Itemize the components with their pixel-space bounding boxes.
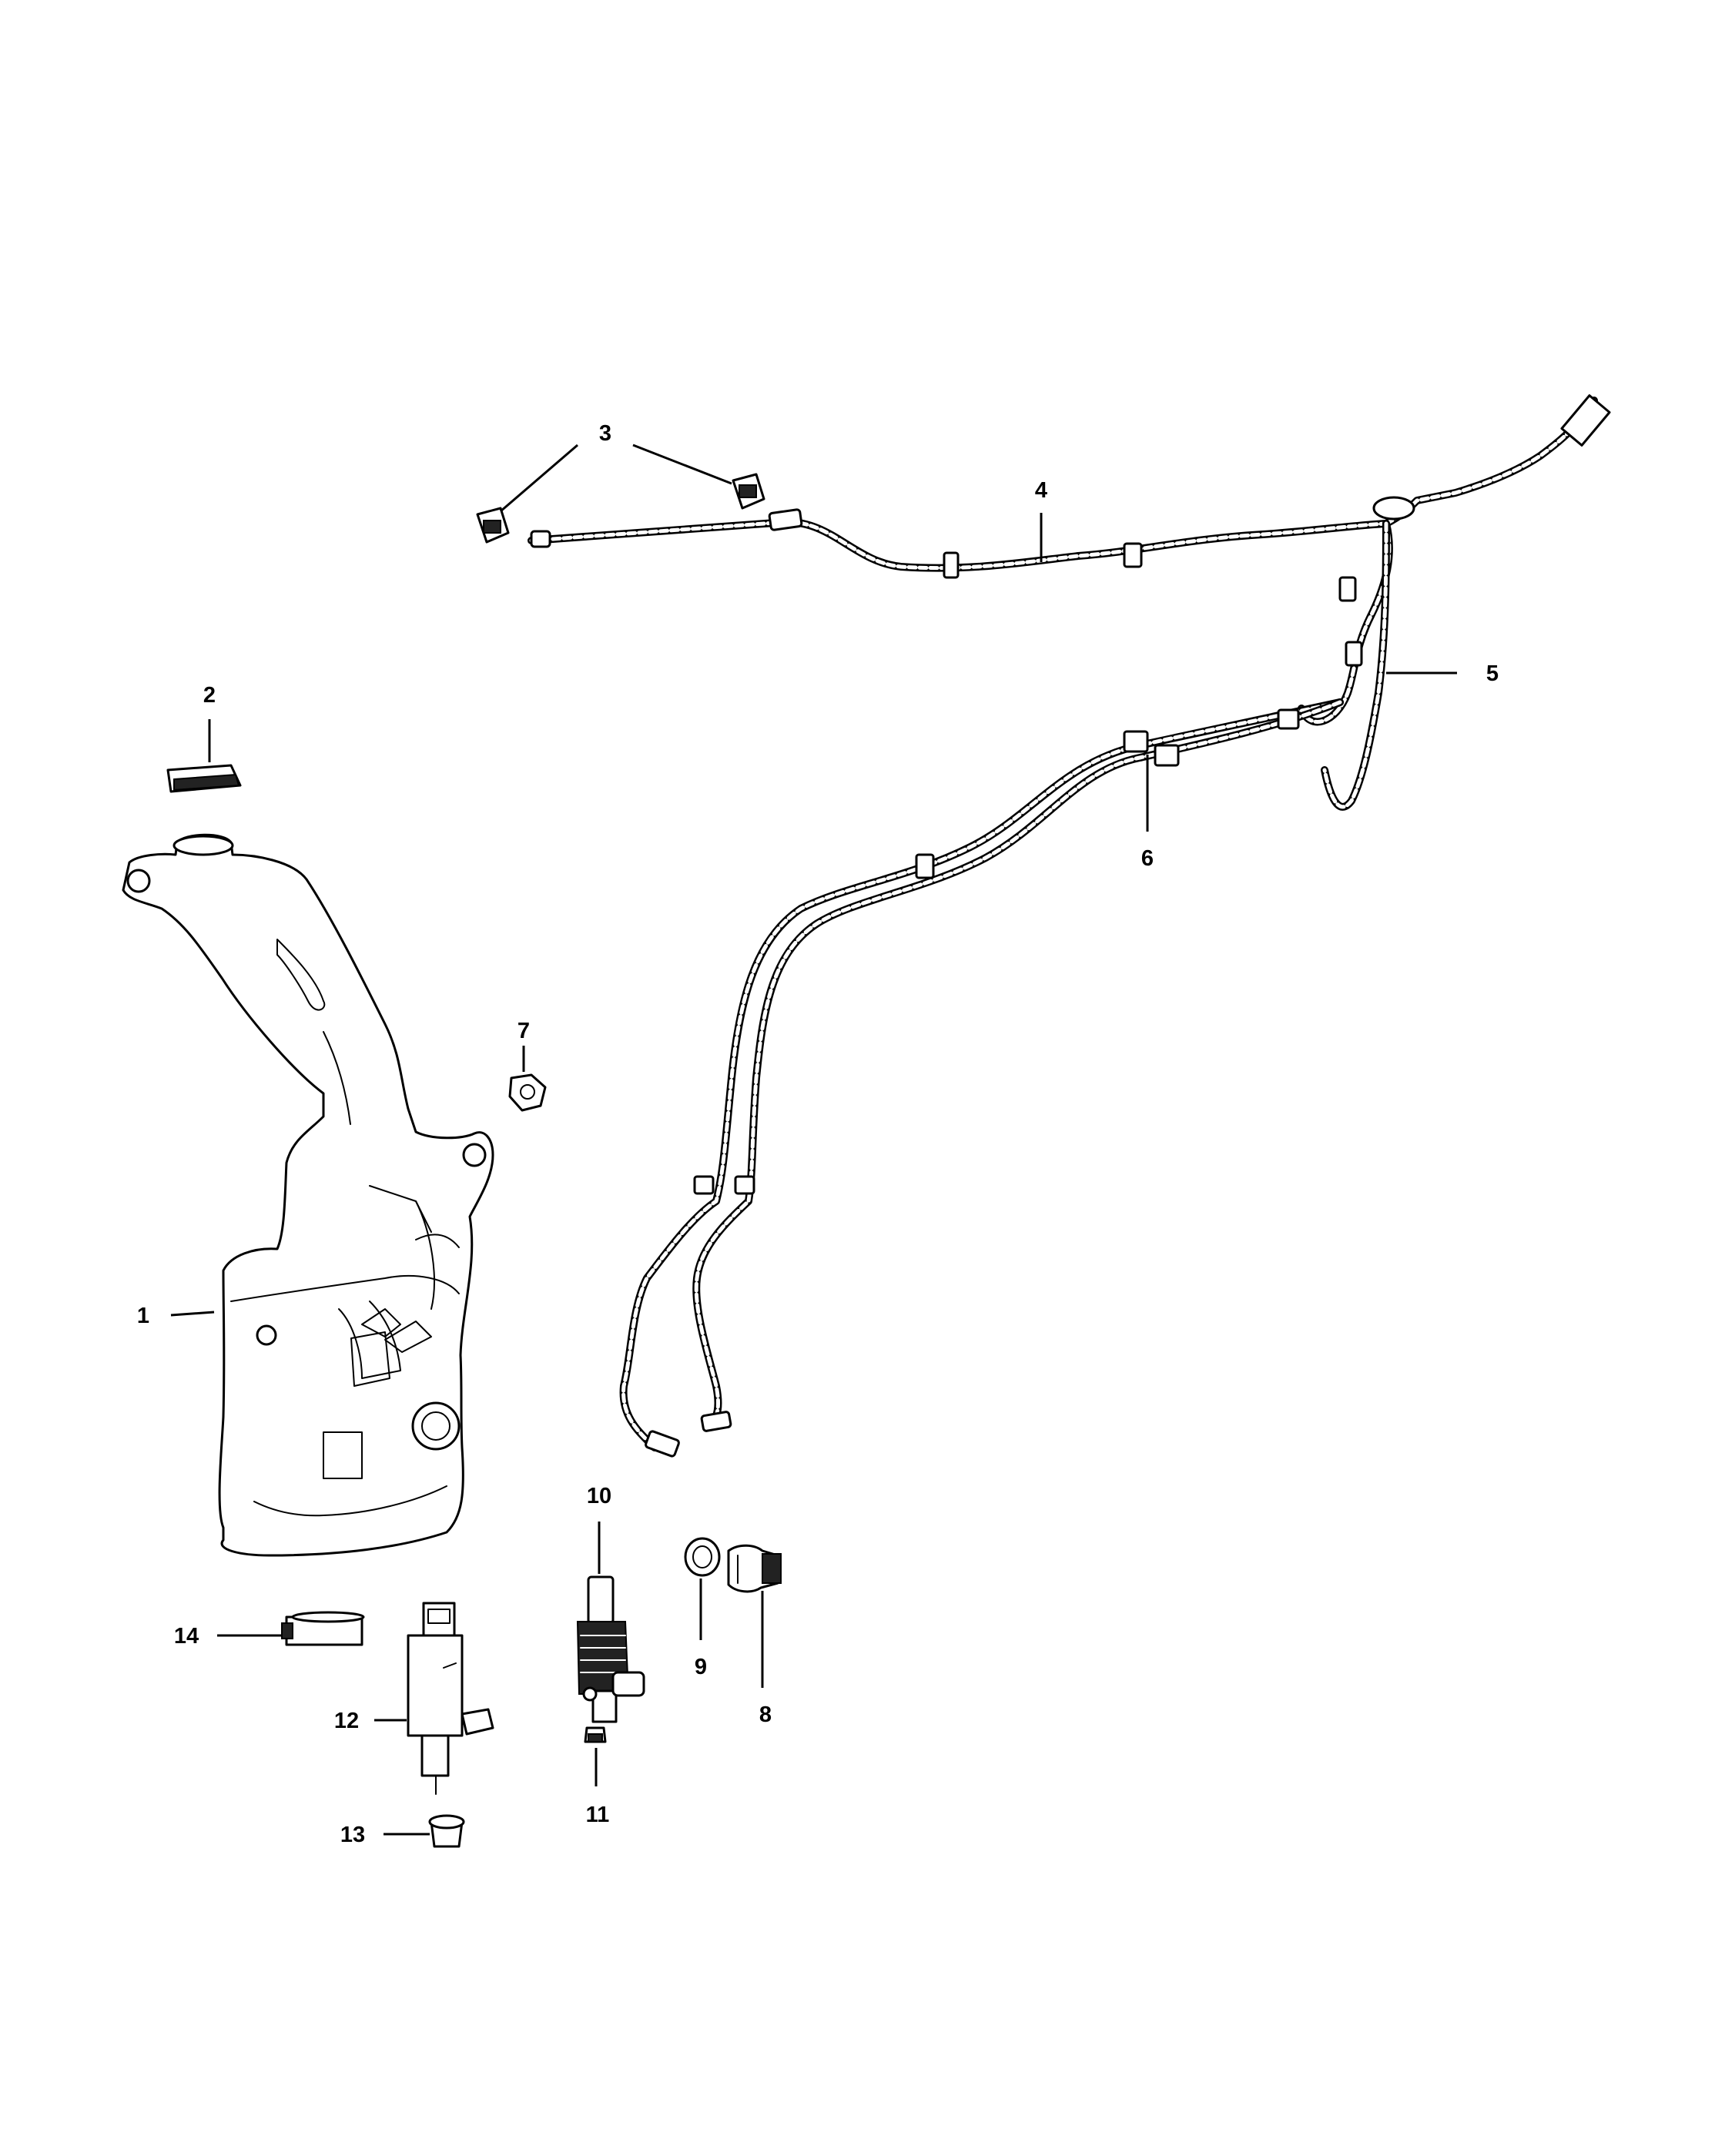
- nut-part-7: [508, 1073, 547, 1112]
- callout-5: 5: [1486, 661, 1499, 686]
- callout-4: 4: [1035, 478, 1047, 503]
- callout-3: 3: [599, 421, 611, 446]
- callout-2: 2: [203, 683, 216, 708]
- callout-1: 1: [137, 1304, 149, 1328]
- washer-pump-part-12: [407, 1602, 494, 1795]
- hose-part-6: [619, 698, 1344, 1458]
- callout-numbers: 1 2 3 4 5 6 7 8 9 10 11 12 13 14: [137, 421, 1499, 1847]
- leader-lines: [170, 444, 1457, 1836]
- level-sensor-part-8: [727, 1544, 782, 1593]
- hose-part-4: [528, 394, 1611, 579]
- reservoir-cap-part-2: [166, 764, 242, 793]
- callout-10: 10: [587, 1484, 611, 1508]
- callout-6: 6: [1141, 846, 1154, 871]
- washer-nozzle-right: [732, 473, 765, 510]
- washer-hose-assembly: [528, 394, 1611, 1458]
- callout-7: 7: [518, 1019, 530, 1043]
- clamp-part-14: [281, 1611, 365, 1646]
- hose-part-5: [1298, 496, 1415, 811]
- callout-14: 14: [174, 1624, 199, 1649]
- callout-9: 9: [695, 1655, 707, 1679]
- seal-part-9: [684, 1537, 721, 1577]
- callout-11: 11: [586, 1803, 610, 1827]
- washer-pump-part-10: [576, 1575, 645, 1723]
- grommet-part-11: [584, 1726, 607, 1743]
- washer-reservoir-part-1: [122, 833, 494, 1557]
- callout-13: 13: [340, 1823, 365, 1847]
- callout-8: 8: [759, 1702, 772, 1727]
- washer-nozzle-left: [476, 507, 510, 544]
- callout-12: 12: [334, 1709, 359, 1733]
- grommet-part-13: [428, 1814, 465, 1848]
